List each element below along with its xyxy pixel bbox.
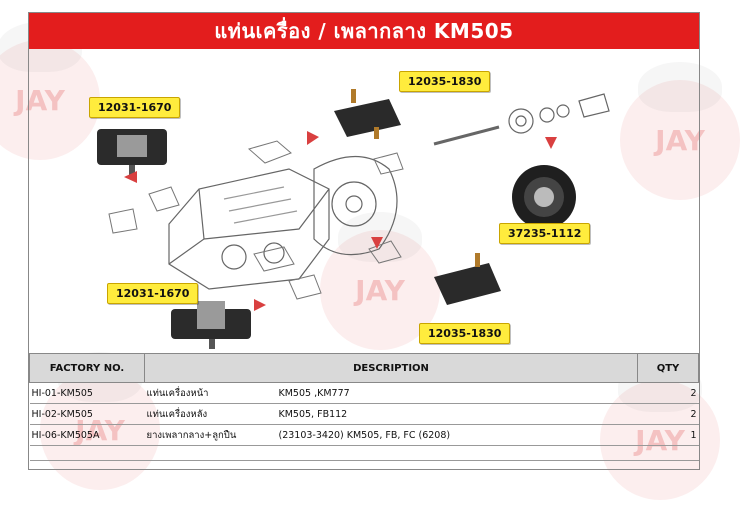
row-part-detail: (23103-3420) KM505, FB, FC (6208): [276, 424, 638, 446]
bracket-drawings: [108, 140, 404, 300]
row-part-detail: KM505 ,KM777: [276, 382, 638, 404]
table-row: HI-02-KM505 แท่นเครื่องหลัง KM505, FB112…: [29, 403, 699, 425]
row-part-detail: KM505, FB112: [276, 403, 638, 425]
center-bearing: [512, 165, 576, 229]
arrow-icon: [124, 171, 137, 183]
row-factory-no: HI-06-KM505A: [29, 424, 145, 446]
watermark-elephant: JAY: [320, 212, 440, 350]
header-factory-no: FACTORY NO.: [29, 353, 145, 383]
table-row-empty: [29, 445, 699, 461]
watermark-text: JAY: [15, 83, 65, 117]
part-label-top-left-mount: 12031-1670: [89, 97, 181, 118]
row-qty: 2: [637, 403, 699, 425]
part-label-top-right-mount: 12035-1830: [399, 71, 491, 92]
engine-mount-top-left: [97, 129, 167, 177]
exploded-diagram: 12031-1670 12035-1830 37235-1112 12031-1…: [29, 49, 699, 353]
row-part-name: ยางเพลากลาง+ลูกปืน: [144, 424, 277, 446]
part-label-bottom-right-mount: 12035-1830: [419, 323, 511, 344]
shaft-parts-drawing: [433, 93, 610, 146]
row-part-name: แท่นเครื่องหลัง: [144, 403, 277, 425]
row-part-name: แท่นเครื่องหน้า: [144, 382, 277, 404]
part-label-bottom-left-mount: 12031-1670: [107, 283, 199, 304]
table-header-row: FACTORY NO. DESCRIPTION QTY: [29, 353, 699, 383]
arrow-icons: [124, 131, 557, 311]
header-description: DESCRIPTION: [144, 353, 638, 383]
arrow-icon: [371, 237, 383, 249]
header-qty: QTY: [637, 353, 699, 383]
watermark-text: JAY: [655, 123, 705, 157]
arrow-icon: [307, 131, 319, 145]
row-factory-no: HI-01-KM505: [29, 382, 145, 404]
diagram-drawing: [97, 89, 610, 349]
row-factory-no: HI-02-KM505: [29, 403, 145, 425]
part-label-center-bearing: 37235-1112: [499, 223, 591, 244]
parts-table: FACTORY NO. DESCRIPTION QTY HI-01-KM505 …: [29, 353, 699, 461]
row-qty: 2: [637, 382, 699, 404]
engine-block-drawing: [168, 168, 330, 290]
engine-mount-top-right: [334, 89, 401, 139]
engine-mount-bottom-left: [171, 301, 251, 349]
arrow-icon: [545, 137, 557, 149]
watermark-elephant: JAY: [620, 62, 740, 200]
engine-mount-bottom-right: [434, 253, 501, 305]
watermark-text: JAY: [355, 273, 405, 307]
table-row: HI-06-KM505A ยางเพลากลาง+ลูกปืน (23103-3…: [29, 424, 699, 446]
row-qty: 1: [637, 424, 699, 446]
arrow-icon: [254, 299, 266, 311]
table-row: HI-01-KM505 แท่นเครื่องหน้า KM505 ,KM777…: [29, 382, 699, 404]
page-title: แท่นเครื่อง / เพลากลาง KM505: [29, 13, 699, 49]
bell-housing-drawing: [313, 155, 398, 256]
catalog-sheet: แท่นเครื่อง / เพลากลาง KM505: [28, 12, 700, 470]
